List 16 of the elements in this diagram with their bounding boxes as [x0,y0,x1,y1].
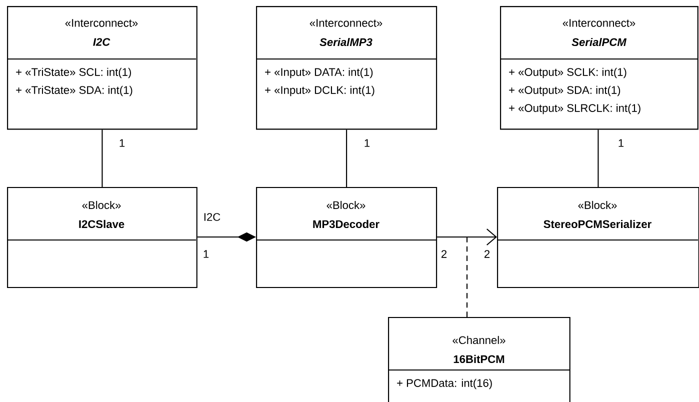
connector [346,130,348,187]
class-box: «Interconnect» SerialMP3 + «Input» DATA: int(1) + «Input» DCLK: int(1) [256,6,438,130]
class-box: «Interconnect» I2C + «TriState» SCL: int(1) + «TriState» SDA: int(1) [7,6,198,130]
multiplicity-label: 1 [362,138,372,148]
multiplicity-label: 1 [118,138,126,148]
class-box: «Block» I2CSlave [7,187,198,288]
connector [598,130,599,187]
class-box: «Block» MP3Decoder [256,187,438,288]
connector [102,130,103,187]
connector [466,237,468,317]
multiplicity-label: 1 [616,138,626,148]
class-box: «Interconnect» SerialPCM + «Output» SCLK: int(1) + «Output» SDA: int(1) + «Output» SLRCLK: int(1) [500,6,698,130]
class-box: «Channel» 16BitPCM + PCMData: int(16) [388,316,570,402]
class-box: «Block» StereoPCMSerializer [497,187,699,288]
multiplicity-label: I2C [202,212,222,222]
connector [437,228,497,246]
